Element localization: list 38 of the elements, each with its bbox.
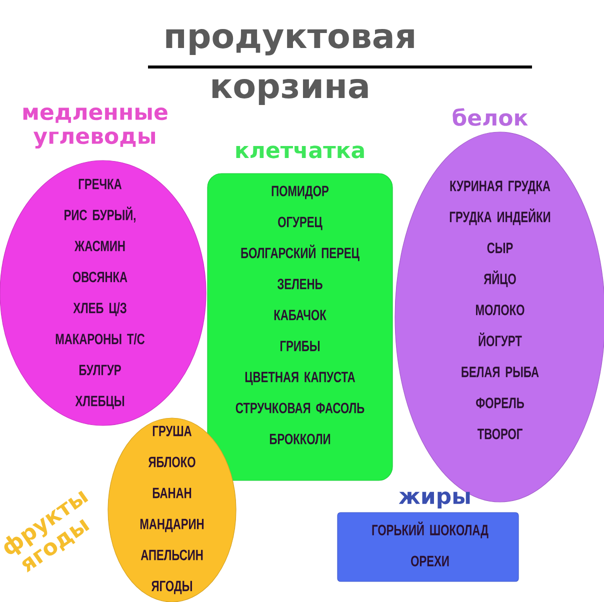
node-label: ЯЙЦО [484,270,516,288]
node-label: ЙОГУРТ [478,332,522,346]
node-label: ГРУША [152,426,192,436]
node-label: БРОККОЛИ [270,434,330,444]
node-label: ГРЕЧКА [78,178,122,190]
node-label: ЗЕЛЕНЬ [277,278,322,290]
node-label: ХЛЕБ Ц/З [73,302,126,316]
node-label: ПОМИДОР [272,186,329,200]
node-label: РИС БУРЫЙ, ЖАСМИН [64,206,136,252]
node-label: ОВСЯНКА [72,272,128,282]
node-label: МАНДАРИН [140,518,204,532]
node-label: ФОРЕЛЬ [476,398,524,408]
node-label: БЕЛАЯ РЫБА [462,366,539,378]
node-label: МАКАРОНЫ Т/С [56,333,145,344]
node-label: БОЛГАРСКИЙ ПЕРЕЦ [241,244,360,262]
node-label: ЯБЛОКО [148,456,196,468]
node-label: ГРИБЫ [280,340,320,352]
node-label: ЦВЕТНАЯ КАПУСТА [245,372,356,386]
category-heading: медленные углеводы [23,107,168,149]
title: продуктовая корзина [166,28,414,106]
node-label: СТРУЧКОВАЯ ФАСОЛЬ [236,402,364,414]
category-heading: жиры [398,492,470,508]
category-box: ПОМИДОР ОГУРЕЦ БОЛГАРСКИЙ ПЕРЕЦ ЗЕЛЕНЬ КАБАЧОК ГРИБЫ ЦВЕТНАЯ КАПУСТА СТРУЧКОВАЯ ФАСОЛЬ БРОККОЛИ [207,173,393,481]
node-label: БАНАН [152,488,192,498]
node-label: СЫР [487,242,513,254]
node-label: ГРУДКА ИНДЕЙКИ [450,208,550,226]
node-label: МОЛОКО [476,304,524,316]
node-label: АПЕЛЬСИН [140,550,203,560]
node-label: КАБАЧОК [274,310,326,320]
category-heading: белок [452,108,528,126]
node-label: ТВОРОГ [477,428,522,440]
node-label: ХЛЕБЦЫ [75,396,124,410]
node-label: ЯГОДЫ [151,580,192,594]
node-label: ОГУРЕЦ [278,216,322,230]
node-label: КУРИНАЯ ГРУДКА [450,180,550,194]
category-heading: клетчатка [236,146,364,158]
node-label: БУЛГУР [79,364,121,376]
category-box: ГОРЬКИЙ ШОКОЛАД ОРЕХИ [337,512,519,582]
